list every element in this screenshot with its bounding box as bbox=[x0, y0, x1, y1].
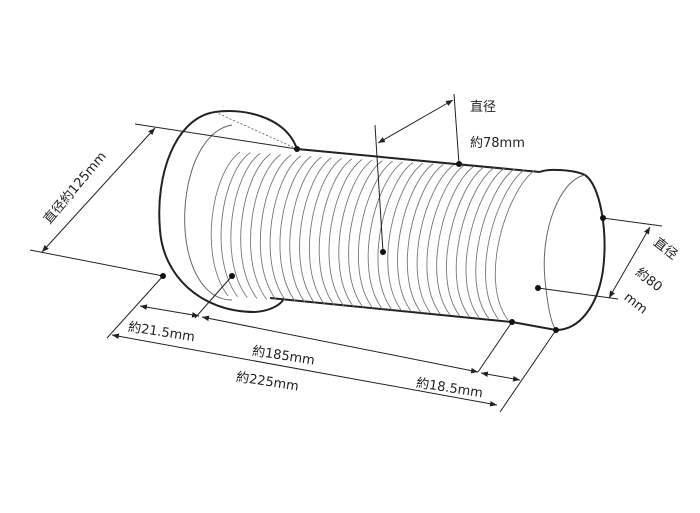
hose-diameter-label: 直径 bbox=[470, 100, 497, 115]
hose-rib bbox=[328, 159, 363, 307]
hose-rib bbox=[269, 155, 302, 302]
hose-rib bbox=[455, 167, 495, 317]
hose-rib bbox=[397, 163, 434, 312]
hose-rib bbox=[318, 158, 353, 306]
hose-rib bbox=[446, 166, 485, 317]
hose-rib bbox=[494, 169, 536, 321]
dimension-lines bbox=[29, 93, 663, 413]
hose-rib bbox=[240, 153, 271, 299]
hose-rib bbox=[348, 160, 383, 308]
hose-rib bbox=[426, 165, 465, 315]
end-cap bbox=[511, 168, 606, 331]
hose-rib bbox=[475, 168, 515, 319]
hose-rib bbox=[299, 157, 332, 304]
hose-rib bbox=[416, 164, 454, 314]
hose-rib bbox=[279, 155, 312, 303]
hose-rib bbox=[308, 157, 342, 305]
hose-rib bbox=[367, 161, 404, 310]
hose-rib bbox=[230, 152, 261, 298]
hose-body bbox=[210, 148, 541, 323]
hose-rib bbox=[406, 164, 444, 313]
hose-rib bbox=[377, 162, 414, 311]
hose-rib bbox=[220, 152, 251, 298]
hose-diameter-value: 約78mm bbox=[470, 136, 525, 151]
hose-rib bbox=[465, 167, 505, 318]
hose-rib bbox=[250, 154, 281, 300]
hose-rib bbox=[289, 156, 322, 303]
hose-rib bbox=[338, 159, 373, 308]
reference-dots bbox=[160, 146, 606, 333]
hose-rib bbox=[436, 165, 475, 316]
hose-rib bbox=[210, 151, 241, 297]
hose-rib bbox=[485, 169, 526, 320]
hose-rib bbox=[387, 162, 424, 312]
hose-rib bbox=[259, 154, 292, 301]
flange bbox=[158, 110, 298, 314]
hose-rib bbox=[357, 160, 393, 309]
